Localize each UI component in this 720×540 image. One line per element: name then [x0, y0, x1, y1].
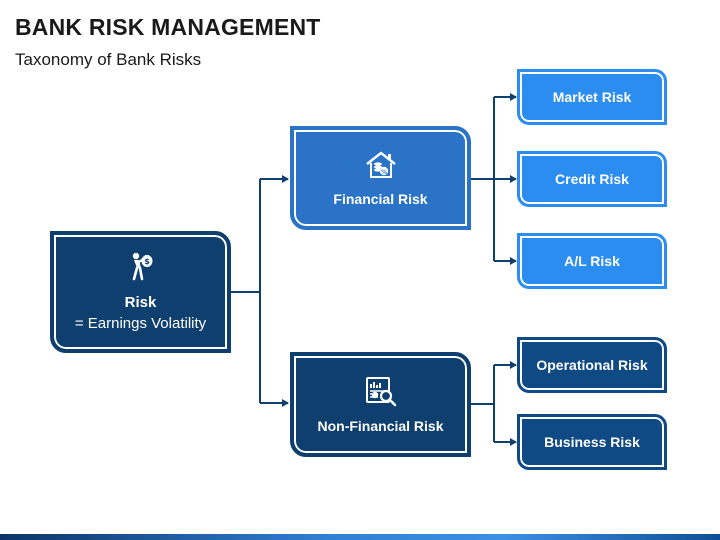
al-risk-label: A/L Risk — [564, 253, 620, 269]
page-subtitle: Taxonomy of Bank Risks — [15, 50, 202, 69]
person-money-bag-icon: $ — [128, 252, 154, 286]
financial-risk-box: % Financial Risk — [290, 126, 471, 230]
al-risk-box: A/L Risk — [517, 233, 667, 289]
non-financial-risk-label: Non-Financial Risk — [317, 418, 444, 434]
credit-risk-box: Credit Risk — [517, 151, 667, 207]
non-financial-risk-box: Non-Financial Risk — [290, 352, 471, 457]
report-magnifier-icon — [364, 375, 398, 410]
bottom-accent-bar — [0, 534, 720, 540]
business-risk-label: Business Risk — [544, 434, 640, 450]
financial-risk-label: Financial Risk — [333, 190, 428, 207]
house-coins-icon: % — [364, 150, 398, 183]
svg-text:$: $ — [144, 257, 150, 266]
root-risk-label: Risk — [124, 294, 157, 311]
business-risk-box: Business Risk — [517, 414, 667, 470]
svg-text:%: % — [380, 169, 386, 176]
root-risk-box: $ Risk = Earnings Volatility — [50, 231, 231, 353]
page-title: BANK RISK MANAGEMENT — [15, 14, 321, 40]
operational-risk-box: Operational Risk — [517, 337, 667, 393]
credit-risk-label: Credit Risk — [555, 171, 629, 187]
market-risk-label: Market Risk — [552, 89, 632, 105]
root-risk-sublabel: = Earnings Volatility — [74, 315, 207, 332]
operational-risk-label: Operational Risk — [536, 357, 648, 373]
market-risk-box: Market Risk — [517, 69, 667, 125]
